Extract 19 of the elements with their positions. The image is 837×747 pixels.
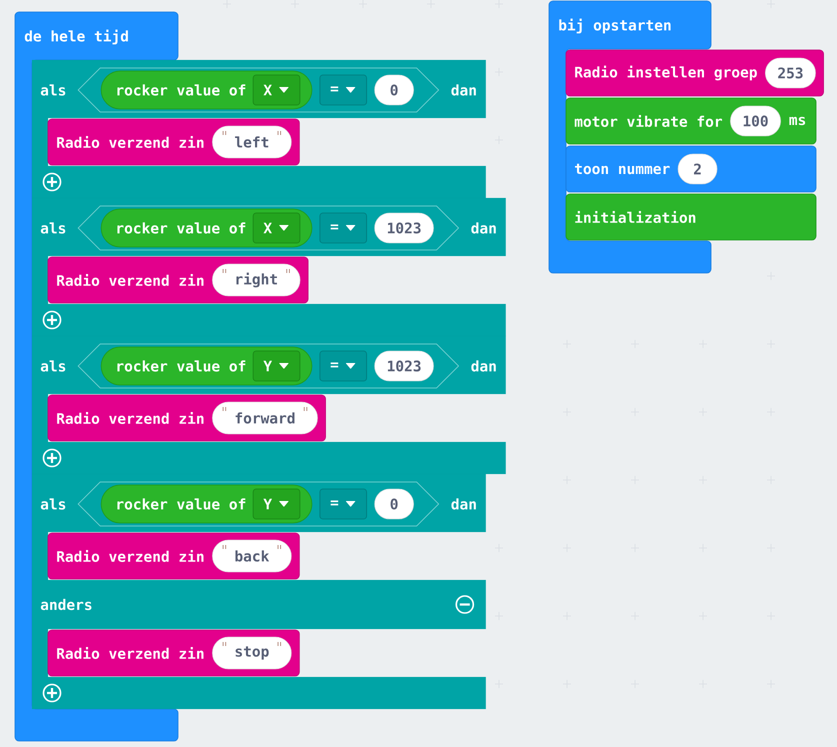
dropdown: Y <box>252 350 300 382</box>
dropdown: X <box>252 212 300 244</box>
dropdown: = <box>319 350 367 382</box>
text-field: back <box>212 540 292 572</box>
number-field: 0 <box>374 488 414 520</box>
statement-block: initialization <box>566 194 816 240</box>
text-field: right <box>212 264 300 296</box>
text-field: stop <box>212 636 292 670</box>
text-field: left <box>212 126 292 158</box>
number-field: 100 <box>730 106 781 136</box>
dropdown: = <box>319 488 367 520</box>
dropdown: = <box>319 74 367 106</box>
dropdown: Y <box>252 488 300 520</box>
text-field: forward <box>212 402 318 434</box>
number-field: 253 <box>765 58 816 88</box>
number-field: 0 <box>374 74 414 106</box>
dropdown: = <box>319 212 367 244</box>
dropdown: X <box>252 74 300 106</box>
number-field: 2 <box>678 154 718 184</box>
